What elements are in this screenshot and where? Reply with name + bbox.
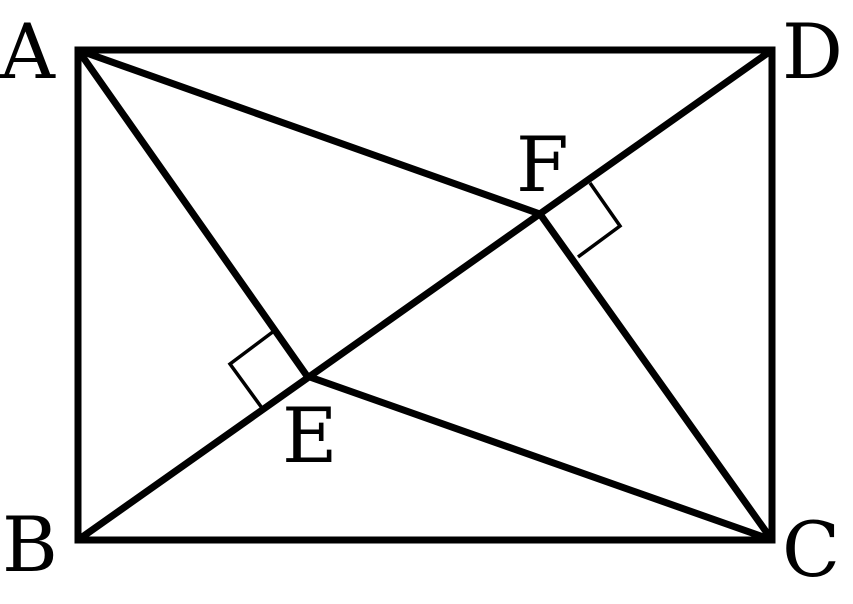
- label-d: D: [782, 7, 843, 96]
- label-b: B: [2, 500, 58, 589]
- right-angle-marker-e: [227, 329, 276, 410]
- segment-af: [74, 46, 544, 218]
- label-a: A: [0, 7, 56, 96]
- rectangle-abcd: [74, 46, 776, 544]
- segment-bd: [74, 46, 776, 544]
- segment-ae: [74, 46, 311, 380]
- label-c: C: [782, 505, 840, 594]
- segment-ce: [303, 372, 776, 544]
- segment-cf: [536, 210, 776, 544]
- right-angle-marker-f: [576, 181, 623, 259]
- label-f: F: [516, 120, 569, 209]
- label-e: E: [282, 391, 337, 480]
